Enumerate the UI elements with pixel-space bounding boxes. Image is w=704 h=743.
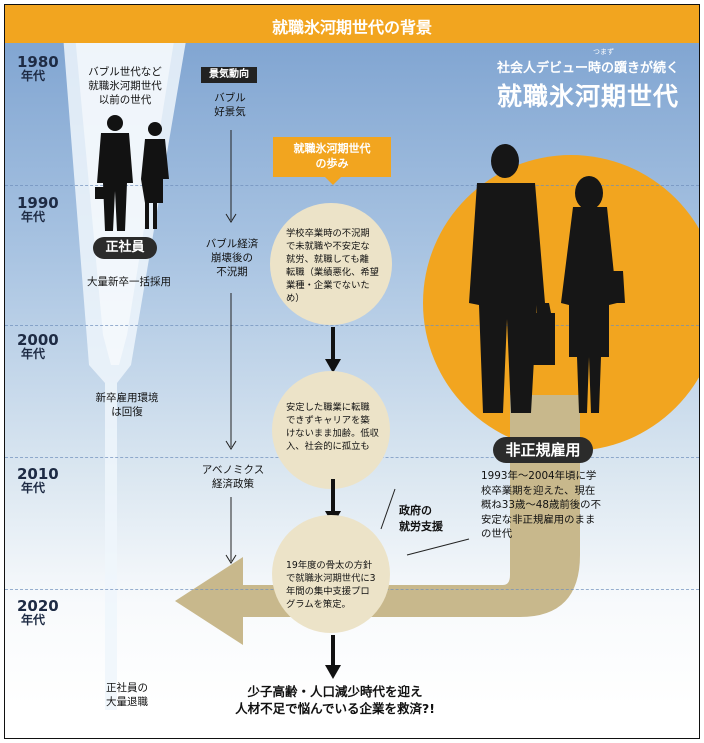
path-label: 就職氷河期世代 の歩み bbox=[293, 142, 371, 170]
step-3-text: 19年度の骨太の方針 で就職氷河期世代に3 年間の集中支援プロ グラムを策定。 bbox=[286, 560, 376, 610]
gov-support-label: 政府の 就労支援 bbox=[399, 504, 443, 533]
businesswoman-silhouette-icon bbox=[141, 122, 169, 229]
down-arrow-icon bbox=[225, 293, 237, 450]
abenomics-label: アベノミクス 経済政策 bbox=[201, 464, 265, 490]
large-silhouettes bbox=[469, 144, 625, 413]
conclusion-text: 少子高齢・人口減少時代を迎え 人材不足で悩んでいる企業を救済?! bbox=[235, 684, 435, 716]
mass-hiring-label: 大量新卒一括採用 bbox=[87, 276, 171, 288]
businessman-silhouette-icon bbox=[95, 115, 169, 231]
path-label-box: 就職氷河期世代 の歩み bbox=[273, 137, 391, 177]
bubble-boom-label: バブル 好景気 bbox=[214, 92, 246, 118]
headline-title: 就職氷河期世代 bbox=[496, 82, 679, 111]
businessman-silhouette-icon bbox=[469, 144, 555, 413]
era-divider bbox=[5, 185, 699, 186]
header-title: 就職氷河期世代の背景 bbox=[271, 18, 432, 37]
header-bar: 就職氷河期世代の背景 bbox=[5, 5, 699, 43]
nonregular-badge: 非正規雇用 bbox=[493, 437, 593, 463]
bubble-burst-label: バブル経済 崩壊後の 不況期 bbox=[205, 238, 259, 278]
era-divider bbox=[5, 325, 699, 326]
headline-ruby: つまず bbox=[593, 48, 614, 56]
businesswoman-silhouette-icon bbox=[561, 176, 625, 413]
step-circle-3: 19年度の骨太の方針 で就職氷河期世代に3 年間の集中支援プロ グラムを策定。 bbox=[272, 515, 390, 633]
headline-kicker: 社会人デビュー時の躓きが続く bbox=[496, 61, 679, 76]
step-circle-1: 学校卒業時の不況期 で未就職や不安定な 就労、就職しても離 転職（業績悪化、希望… bbox=[270, 203, 392, 325]
bubble-generation-label: バブル世代など 就職氷河期世代 以前の世代 bbox=[88, 66, 162, 106]
down-arrow-icon bbox=[325, 327, 341, 373]
step-1-text: 学校卒業時の不況期 で未就職や不安定な 就労、就職しても離 転職（業績悪化、希望… bbox=[286, 228, 379, 304]
down-arrow-icon bbox=[225, 130, 237, 223]
step-circle-2: 安定した職業に転職 できずキャリアを築 けないまま加齢。低収 入、社会的に孤立も bbox=[272, 371, 390, 489]
retire-label: 正社員の 大量退職 bbox=[106, 682, 148, 708]
recovery-label: 新卒雇用環境 は回復 bbox=[95, 392, 159, 418]
support-lines bbox=[380, 488, 470, 556]
down-arrow-icon bbox=[325, 635, 341, 679]
down-arrow-icon bbox=[225, 497, 237, 564]
economy-label: 景気動向 bbox=[201, 67, 257, 83]
callout-pointer bbox=[323, 175, 343, 185]
regular-employee-badge: 正社員 bbox=[93, 237, 157, 259]
nonregular-description: 1993年～2004年頃に学 校卒業期を迎えた、現在 概ね33歳～48歳前後の不… bbox=[481, 470, 601, 540]
step-2-text: 安定した職業に転職 できずキャリアを築 けないまま加齢。低収 入、社会的に孤立も bbox=[286, 402, 379, 452]
